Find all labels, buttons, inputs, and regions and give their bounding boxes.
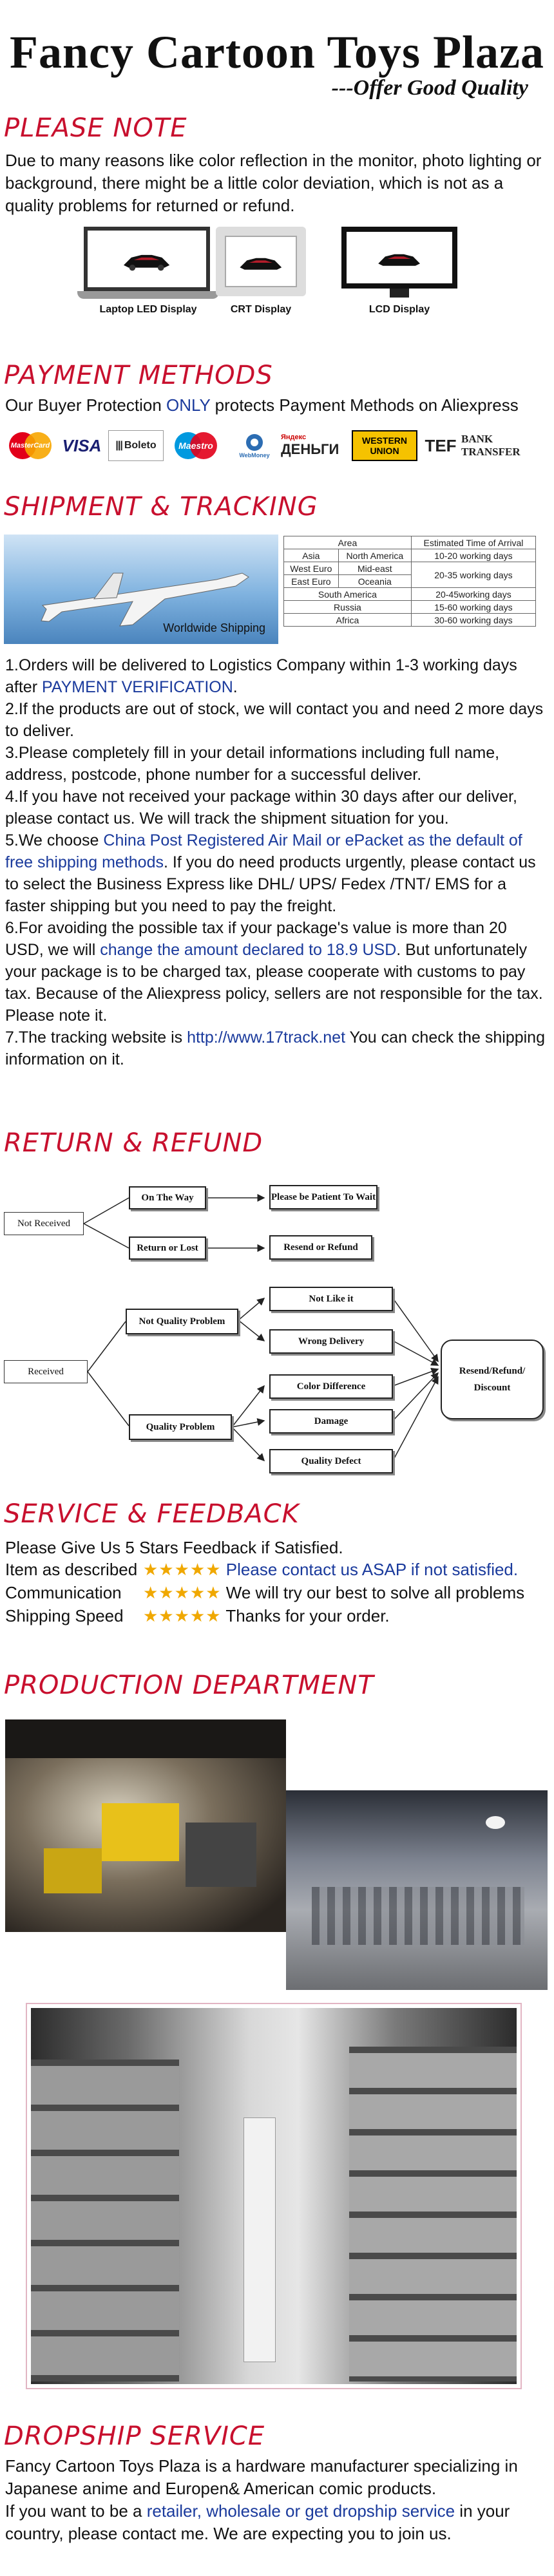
shipment-policy-item: 4.If you have not received your package … bbox=[5, 788, 517, 828]
wrong-delivery-node: Wrong Delivery bbox=[269, 1329, 393, 1354]
shipment-policy-item: 1.Orders will be delivered to Logistics … bbox=[5, 656, 517, 696]
car-icon bbox=[378, 254, 421, 266]
table-row: Asia North America 10-20 working days bbox=[283, 549, 537, 562]
table-cell: South America bbox=[283, 587, 412, 601]
table-cell: Russia bbox=[283, 600, 412, 614]
service-title: SERVICE & FEEDBACK bbox=[4, 1499, 300, 1529]
store-title: Fancy Cartoon Toys Plaza bbox=[9, 26, 545, 78]
on-the-way-node: On The Way bbox=[129, 1186, 206, 1209]
table-cell: 15-60 working days bbox=[410, 600, 537, 614]
airplane-icon bbox=[41, 573, 249, 627]
shipment-policy-item: 3.Please completely fill in your detail … bbox=[5, 744, 500, 784]
table-header: Area bbox=[283, 536, 412, 549]
shipping-time-table: Area Estimated Time of Arrival Asia Nort… bbox=[283, 536, 537, 627]
feedback-intro: Please Give Us 5 Stars Feedback if Satis… bbox=[5, 1538, 343, 1557]
warehouse-photo bbox=[31, 2008, 517, 2384]
resend-or-refund-node: Resend or Refund bbox=[269, 1235, 372, 1260]
crt-display-image: CRT Display bbox=[213, 227, 309, 323]
tracking-link[interactable]: http://www.17track.net bbox=[187, 1028, 346, 1046]
table-cell: 20-35 working days bbox=[410, 562, 537, 588]
damage-node: Damage bbox=[269, 1409, 393, 1434]
received-node: Received bbox=[4, 1360, 88, 1383]
be-patient-node: Please be Patient To Wait bbox=[269, 1185, 377, 1209]
factory-photo-1 bbox=[5, 1719, 286, 1932]
refund-title: RETURN & REFUND bbox=[4, 1128, 263, 1158]
table-cell: East Euro bbox=[283, 574, 339, 588]
factory-photo-2 bbox=[286, 1790, 548, 1990]
visa-icon: VISA bbox=[62, 435, 102, 455]
table-cell: North America bbox=[338, 549, 412, 562]
shipment-policy-item: 2.If the products are out of stock, we w… bbox=[5, 700, 544, 740]
shipment-policy-text: 1.Orders will be delivered to Logistics … bbox=[5, 654, 549, 1070]
not-like-it-node: Not Like it bbox=[269, 1287, 393, 1311]
not-received-node: Not Received bbox=[4, 1212, 84, 1235]
crt-display-label: CRT Display bbox=[230, 304, 292, 315]
stars-icon: ★★★★★ bbox=[143, 1606, 222, 1625]
table-cell: 20-45working days bbox=[410, 587, 537, 601]
table-cell: Mid-east bbox=[338, 562, 412, 575]
payment-text: Our Buyer Protection ONLY protects Payme… bbox=[5, 395, 519, 415]
resend-refund-discount-node: Resend/Refund/ Discount bbox=[441, 1340, 544, 1419]
western-union-icon: WESTERN UNION bbox=[352, 430, 417, 461]
color-difference-node: Color Difference bbox=[269, 1374, 393, 1399]
feedback-row: Shipping Speed★★★★★ Thanks for your orde… bbox=[5, 1606, 390, 1625]
shipment-policy-item: 7.The tracking website is http://www.17t… bbox=[5, 1028, 545, 1068]
table-row: Russia 15-60 working days bbox=[283, 600, 537, 614]
payment-title: PAYMENT METHODS bbox=[4, 361, 273, 390]
table-row: East Euro Oceania bbox=[283, 574, 536, 588]
car-icon bbox=[240, 258, 282, 270]
quality-problem-node: Quality Problem bbox=[129, 1414, 232, 1440]
table-cell: Africa bbox=[283, 613, 412, 627]
refund-flowchart-connectors bbox=[83, 1194, 439, 1462]
store-tagline: ---Offer Good Quality bbox=[331, 76, 528, 100]
table-row: South America 20-45working days bbox=[283, 587, 537, 601]
bank-transfer-icon: BANK TRANSFER bbox=[461, 433, 521, 458]
photo-frame bbox=[26, 2003, 522, 2389]
table-cell: 10-20 working days bbox=[410, 549, 537, 562]
car-icon bbox=[124, 255, 170, 271]
maestro-icon: Maestro bbox=[169, 430, 223, 461]
tef-icon: TEF bbox=[425, 435, 457, 455]
table-header: Estimated Time of Arrival bbox=[410, 536, 537, 549]
lcd-display-label: LCD Display bbox=[368, 304, 430, 315]
stars-icon: ★★★★★ bbox=[143, 1560, 222, 1579]
production-title: PRODUCTION DEPARTMENT bbox=[4, 1671, 374, 1700]
quality-defect-node: Quality Defect bbox=[269, 1449, 393, 1473]
boleto-icon: |||Boleto bbox=[108, 430, 164, 461]
table-cell: Oceania bbox=[338, 574, 412, 588]
not-quality-problem-node: Not Quality Problem bbox=[126, 1309, 238, 1334]
please-note-title: PLEASE NOTE bbox=[4, 113, 187, 143]
feedback-row: Communication★★★★★ We will try our best … bbox=[5, 1583, 525, 1602]
webmoney-icon: WebMoney bbox=[232, 430, 277, 461]
table-cell: West Euro bbox=[283, 562, 339, 575]
lcd-display-image: LCD Display bbox=[335, 227, 464, 323]
feedback-row: Item as described★★★★★ Please contact us… bbox=[5, 1560, 519, 1579]
table-cell: Asia bbox=[283, 549, 339, 562]
table-row: Africa 30-60 working days bbox=[283, 613, 537, 627]
shipping-image-caption: Worldwide Shipping bbox=[163, 621, 265, 634]
return-or-lost-node: Return or Lost bbox=[129, 1236, 206, 1260]
table-row: West Euro Mid-east 20-35 working days bbox=[283, 562, 537, 588]
airplane-image: Worldwide Shipping bbox=[4, 535, 278, 644]
dropship-title: DROPSHIP SERVICE bbox=[4, 2421, 265, 2451]
mastercard-icon: MasterCard bbox=[5, 430, 55, 461]
table-row: Area Estimated Time of Arrival bbox=[283, 536, 537, 549]
stars-icon: ★★★★★ bbox=[143, 1583, 222, 1602]
laptop-display-label: Laptop LED Display bbox=[99, 304, 197, 315]
yandex-money-icon: Яндекс ДЕНЬГИ bbox=[281, 433, 339, 457]
shipment-policy-item: 6.For avoiding the possible tax if your … bbox=[5, 919, 543, 1025]
please-note-text: Due to many reasons like color reflectio… bbox=[5, 151, 542, 215]
laptop-display-image: Laptop LED Display bbox=[77, 227, 219, 323]
shipment-title: SHIPMENT & TRACKING bbox=[4, 492, 318, 522]
dropship-text: Fancy Cartoon Toys Plaza is a hardware m… bbox=[5, 2456, 518, 2543]
shipment-policy-item: 5.We choose China Post Registered Air Ma… bbox=[5, 831, 536, 915]
table-cell: 30-60 working days bbox=[410, 613, 537, 627]
